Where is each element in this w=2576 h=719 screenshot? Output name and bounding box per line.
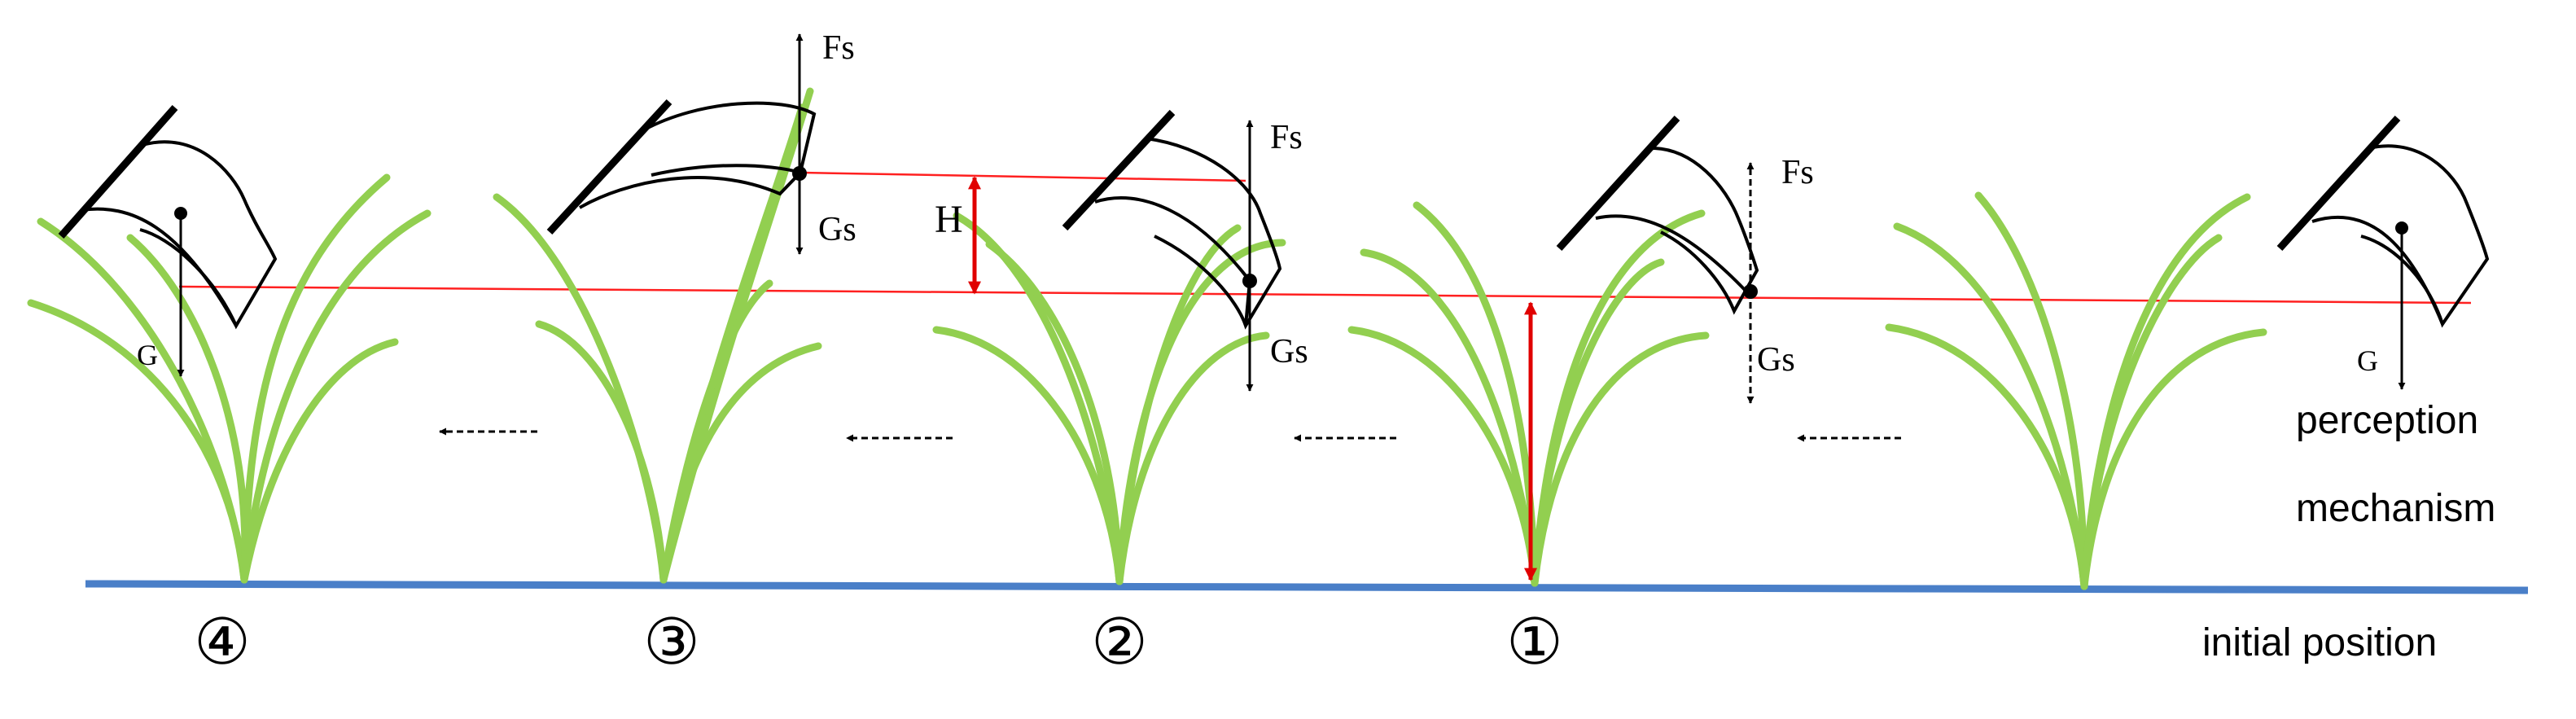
label-g-stage-4: G [137,339,158,371]
label-h: H [935,198,963,241]
stage-marker-2: ② [1091,607,1148,677]
label-fs-stage-3: Fs [822,29,855,67]
stage-marker-1: ① [1506,607,1563,677]
reference-line-upper [801,171,1246,182]
ground-line [85,580,2529,594]
label-fs-stage-1: Fs [1781,154,1814,191]
label-g-initial: G [2357,344,2378,377]
label-perception: perception [2296,399,2478,442]
stage-marker-4: ④ [194,607,251,677]
label-gs-stage-2: Gs [1270,333,1308,370]
plate-stage-2 [1062,109,1282,392]
plate-stage-3 [546,33,817,255]
plate-initial [2276,115,2490,390]
label-gs-stage-3: Gs [818,211,856,248]
plate-stage-1 [1556,115,1759,404]
grass-clump-initial [1885,191,2267,590]
label-mechanism: mechanism [2296,487,2495,530]
label-initial-position: initial position [2202,621,2437,664]
label-fs-stage-2: Fs [1270,119,1303,156]
label-gs-stage-1: Gs [1757,341,1795,379]
plate-stage-4 [58,105,278,377]
stage-marker-3: ③ [643,607,700,677]
grass-clump-4 [27,173,432,584]
reference-line-lower [178,285,2472,305]
grass-clump-2 [932,212,1286,585]
grass-clump-3 [493,87,822,584]
